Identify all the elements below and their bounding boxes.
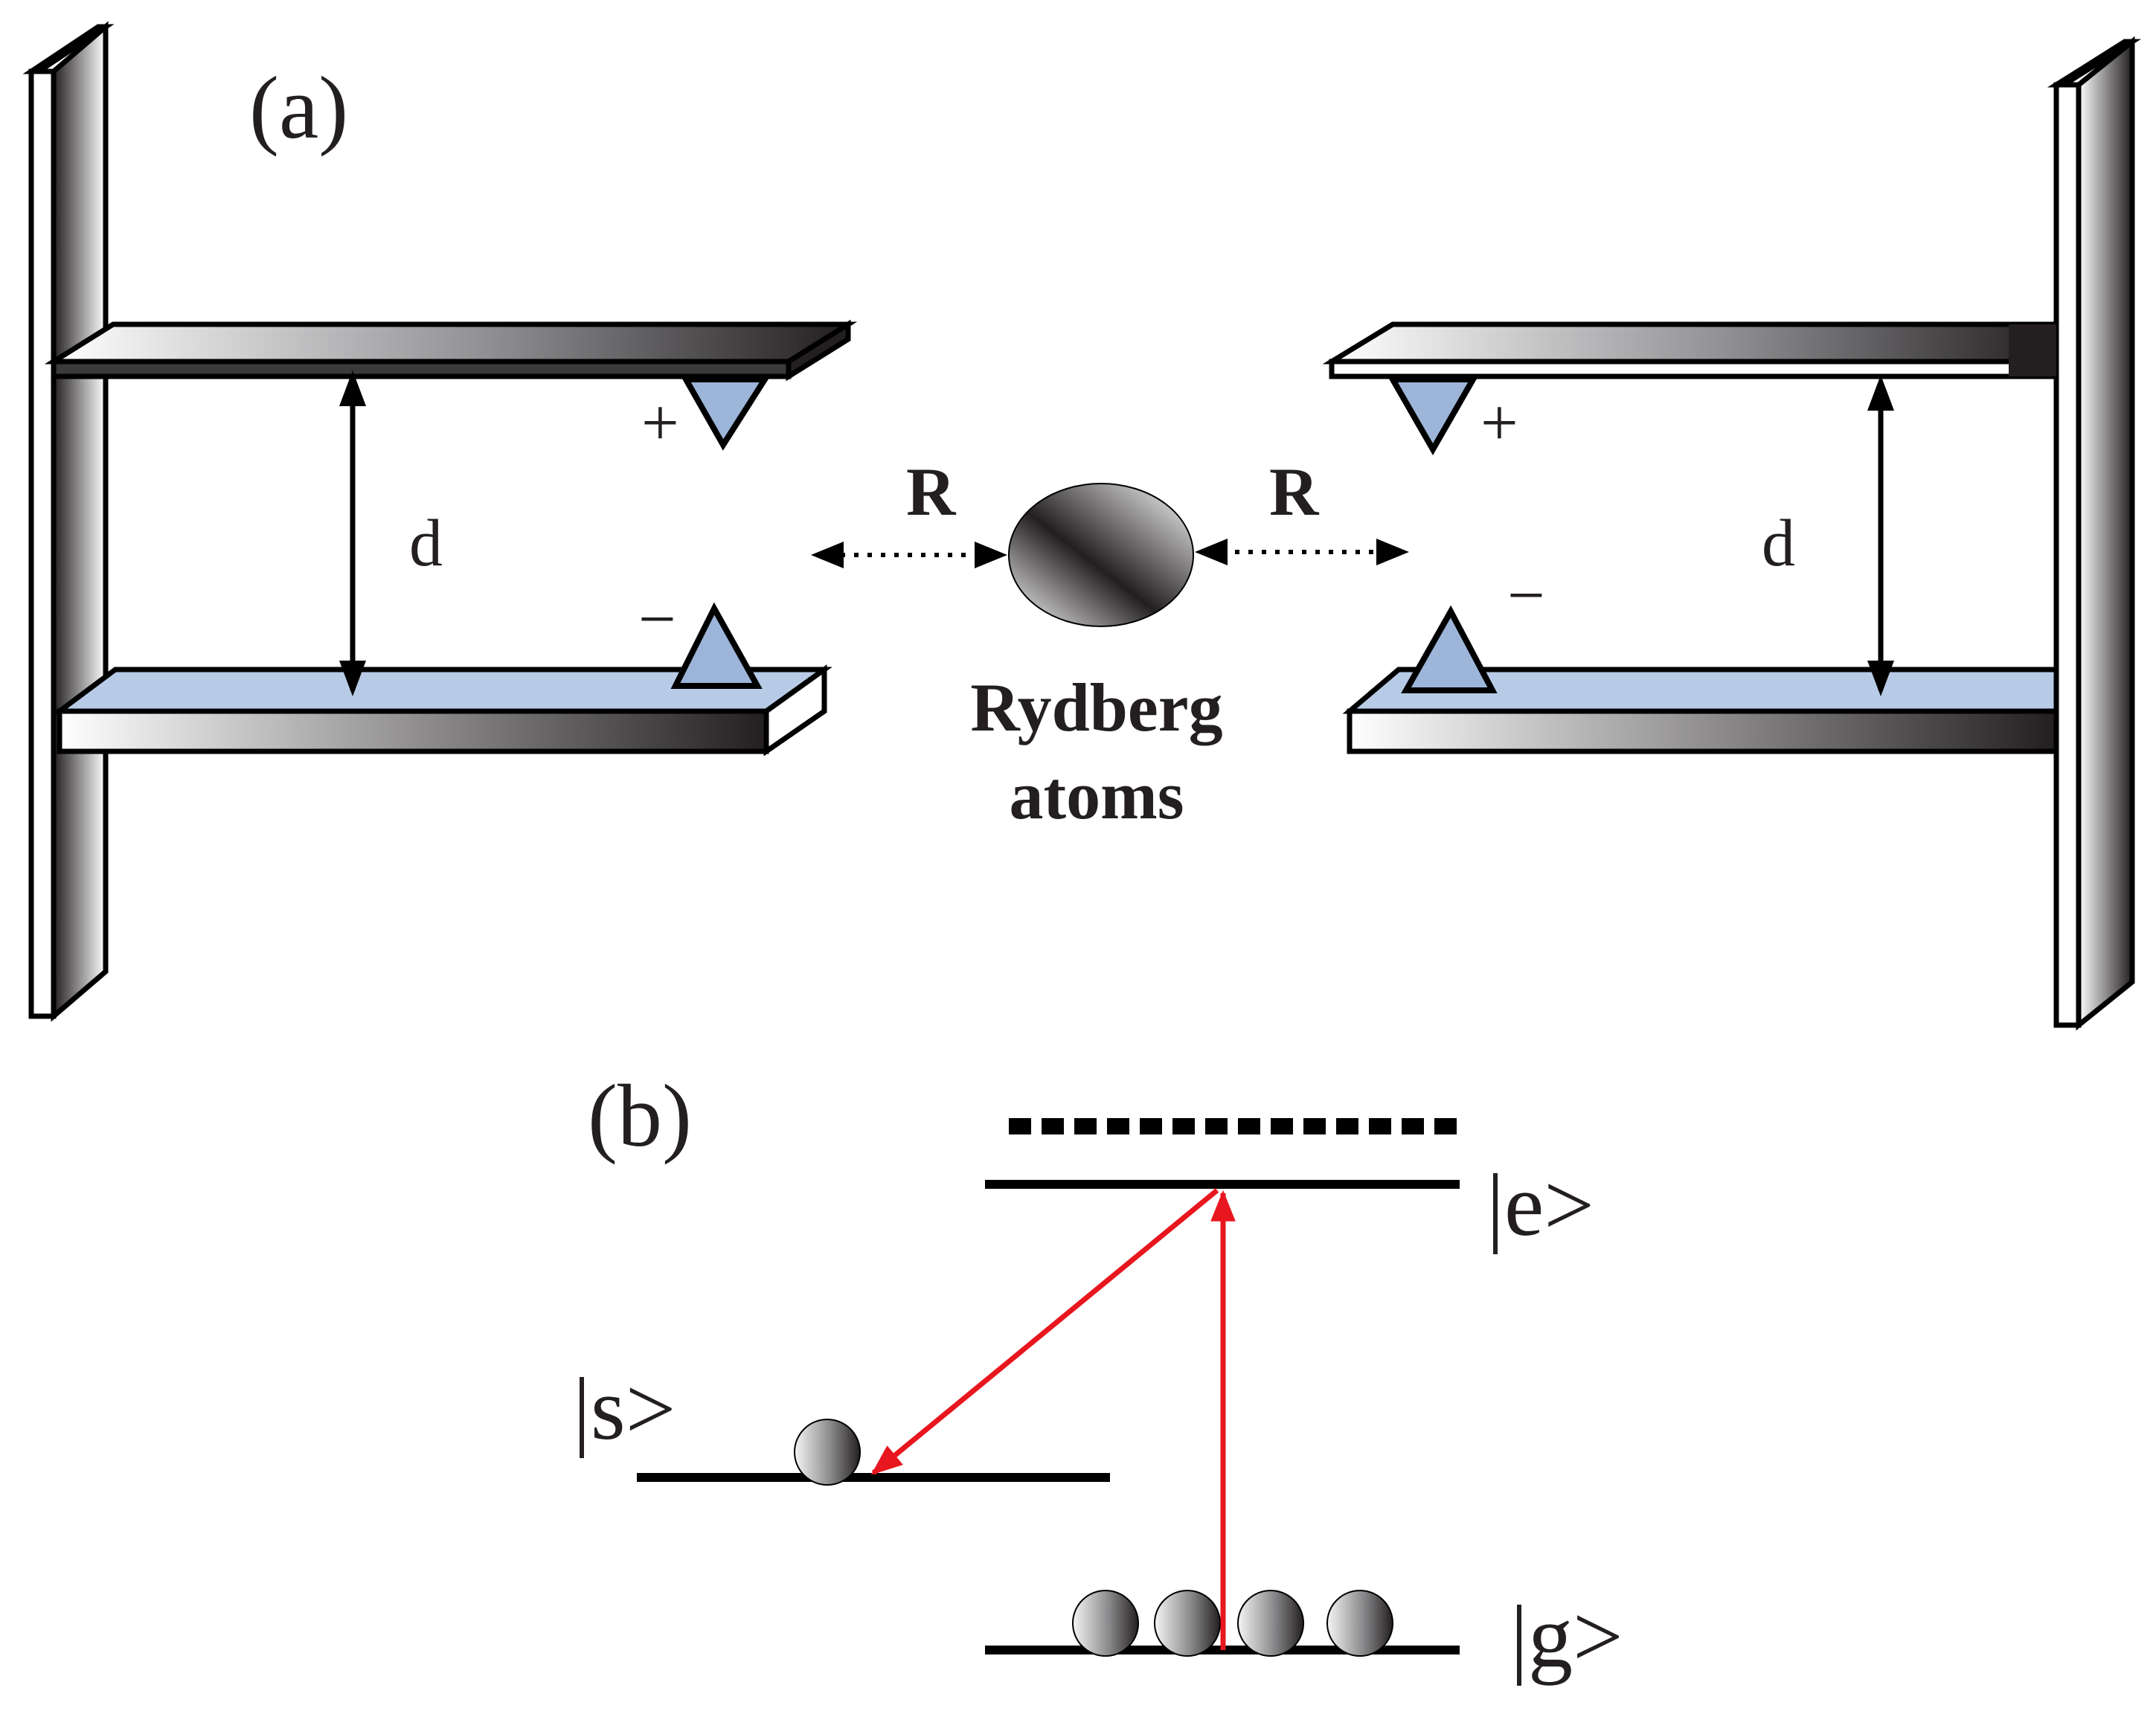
atom-g-icon: [1154, 1590, 1221, 1657]
atom-g-icon: [1326, 1590, 1393, 1657]
left-upper-plate: [44, 319, 858, 382]
atom-g-icon: [1237, 1590, 1304, 1657]
state-s-label: |s>: [573, 1359, 676, 1458]
double-arrow-icon: [1867, 375, 1894, 411]
state-g-label: |g>: [1510, 1587, 1623, 1686]
atom-s-icon: [794, 1419, 861, 1486]
right-minus-sign: −: [1507, 559, 1545, 632]
electrode-tip-icon: [1387, 376, 1478, 456]
double-arrow-icon: [975, 542, 1007, 568]
left-wall: [22, 21, 115, 1022]
left-lower-plate: [51, 664, 832, 757]
double-arrow-icon: [1867, 661, 1894, 696]
decay-arrow: [870, 1188, 1219, 1475]
double-arrow-icon: [1376, 539, 1409, 565]
panel-b-label: (b): [588, 1066, 692, 1165]
double-arrow-icon: [811, 542, 844, 568]
left-minus-sign: −: [638, 582, 676, 656]
panel-a-label: (a): [249, 58, 348, 157]
right-plus-sign: +: [1480, 386, 1518, 460]
double-arrow-icon: [1195, 539, 1228, 565]
ground-atoms: [1072, 1590, 1393, 1657]
state-e-label: |e>: [1486, 1155, 1594, 1254]
atom-label-line2: atoms: [1009, 757, 1184, 833]
left-gap-label: d: [409, 507, 443, 580]
right-gap-label: d: [1762, 507, 1795, 580]
double-arrow-icon: [339, 661, 366, 696]
rydberg-atom-icon: [1008, 483, 1194, 627]
right-wall: [2047, 36, 2142, 1031]
right-distance-label: R: [1269, 454, 1320, 530]
atom-g-icon: [1072, 1590, 1139, 1657]
left-distance-label: R: [906, 454, 957, 530]
left-plus-sign: +: [641, 386, 679, 460]
right-upper-plate: [1322, 321, 2059, 379]
electrode-tip-icon: [1401, 605, 1498, 693]
electrode-tip-icon: [670, 602, 763, 689]
atom-label-line1: Rydberg: [970, 670, 1222, 745]
electrode-tip-icon: [681, 376, 771, 451]
double-arrow-icon: [339, 370, 366, 406]
